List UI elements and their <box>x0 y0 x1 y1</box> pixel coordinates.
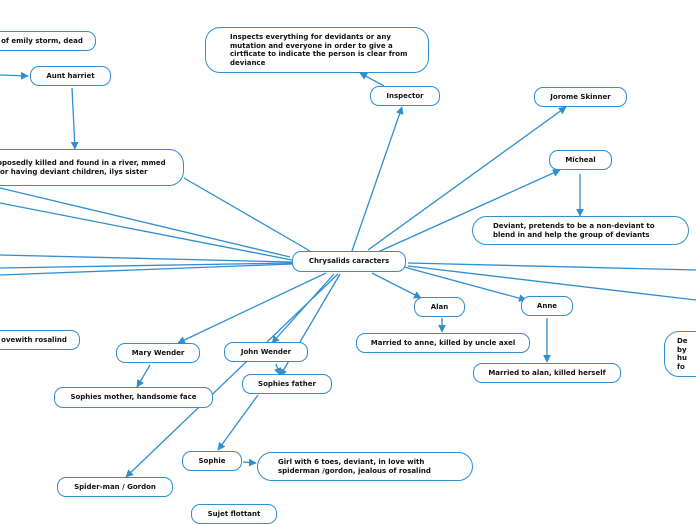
node-sophie[interactable]: Sophie <box>182 451 242 471</box>
node-mary-note[interactable]: Sophies mother, handsome face <box>54 387 213 408</box>
link-center-harriet-note <box>183 177 311 252</box>
node-alan-note-label: Married to anne, killed by uncle axel <box>370 338 516 347</box>
link-sophie-note <box>242 458 257 467</box>
node-sujet-flottant[interactable]: Sujet flottant <box>191 504 277 524</box>
link-center-left-4 <box>0 262 293 269</box>
node-anne[interactable]: Anne <box>521 296 573 316</box>
node-anne-note[interactable]: Married to alan, killed herself <box>473 363 621 383</box>
node-sophies-father-label: Sophies father <box>258 379 316 388</box>
node-anne-label: Anne <box>536 301 558 310</box>
node-micheal[interactable]: Micheal <box>549 150 612 170</box>
link-john-father <box>273 363 282 376</box>
node-aunt-harriet-label: Aunt harriet <box>46 71 95 80</box>
node-emily-storm-label: of emily storm, dead <box>1 36 83 45</box>
node-inspector-label: Inspector <box>386 91 424 100</box>
link-center-john <box>271 273 335 344</box>
link-center-inspector <box>351 106 404 252</box>
node-rosalind[interactable]: ovewith rosalind <box>0 330 80 350</box>
link-harriet-note <box>70 87 79 150</box>
link-center-anne <box>403 266 527 302</box>
node-spiderman-label: Spider-man / Gordon <box>74 482 156 491</box>
node-right-cut[interactable]: De by hu fo <box>664 331 696 377</box>
node-alan-label: Alan <box>430 302 449 311</box>
link-center-left-2 <box>0 202 293 261</box>
node-mary-wender-label: Mary Wender <box>131 348 185 357</box>
node-right-cut-label: De by hu fo <box>677 337 688 371</box>
node-jorome-skinner-label: Jorome Skinner <box>550 92 611 101</box>
link-center-alan <box>371 272 422 299</box>
link-inspector-note <box>359 72 385 87</box>
link-center-left-3 <box>0 254 293 263</box>
node-sophie-note[interactable]: Girl with 6 toes, deviant, in love with … <box>257 452 473 481</box>
node-john-wender-label: John Wender <box>240 347 292 356</box>
node-center-label: Chrysalids caracters <box>308 257 390 266</box>
node-sujet-flottant-label: Sujet flottant <box>207 509 261 518</box>
link-father-sophie <box>217 394 259 451</box>
node-anne-note-label: Married to alan, killed herself <box>488 368 606 377</box>
node-sophie-label: Sophie <box>198 456 226 465</box>
node-spiderman-gordon[interactable]: Spider-man / Gordon <box>57 477 173 497</box>
node-rosalind-label: ovewith rosalind <box>1 335 67 344</box>
node-center-chrysalids[interactable]: Chrysalids caracters <box>292 251 406 272</box>
node-inspector-note[interactable]: Inspects everything for devidants or any… <box>205 27 429 73</box>
node-micheal-note-label: Deviant, pretends to be a non-deviant to… <box>493 222 655 239</box>
node-harriet-note[interactable]: pposedly killed and found in a river, mm… <box>0 149 184 186</box>
node-jorome-skinner[interactable]: Jorome Skinner <box>534 87 627 107</box>
node-harriet-note-label: pposedly killed and found in a river, mm… <box>0 159 166 176</box>
node-mary-note-label: Sophies mother, handsome face <box>70 393 197 402</box>
link-left-harriet <box>0 71 29 80</box>
node-john-wender[interactable]: John Wender <box>224 342 308 362</box>
link-center-spiderman <box>125 273 339 478</box>
link-center-right-2 <box>407 265 696 301</box>
node-mary-wender[interactable]: Mary Wender <box>116 343 200 363</box>
node-alan-note[interactable]: Married to anne, killed by uncle axel <box>356 333 530 353</box>
link-center-left-5 <box>0 263 293 276</box>
node-alan[interactable]: Alan <box>414 297 465 317</box>
node-emily-storm[interactable]: of emily storm, dead <box>0 31 96 51</box>
node-inspector[interactable]: Inspector <box>370 86 440 106</box>
link-center-right-1 <box>407 262 696 271</box>
link-mary-note <box>136 364 151 388</box>
link-center-micheal <box>377 169 561 253</box>
node-inspector-note-label: Inspects everything for devidants or any… <box>230 33 408 67</box>
node-sophies-father[interactable]: Sophies father <box>242 374 332 394</box>
link-center-left-1 <box>0 187 291 258</box>
node-sophie-note-label: Girl with 6 toes, deviant, in love with … <box>278 458 431 475</box>
node-aunt-harriet[interactable]: Aunt harriet <box>30 66 111 86</box>
node-micheal-note[interactable]: Deviant, pretends to be a non-deviant to… <box>472 216 689 245</box>
link-center-mary <box>177 272 327 344</box>
node-micheal-label: Micheal <box>565 155 596 164</box>
link-center-jorome <box>367 106 567 251</box>
